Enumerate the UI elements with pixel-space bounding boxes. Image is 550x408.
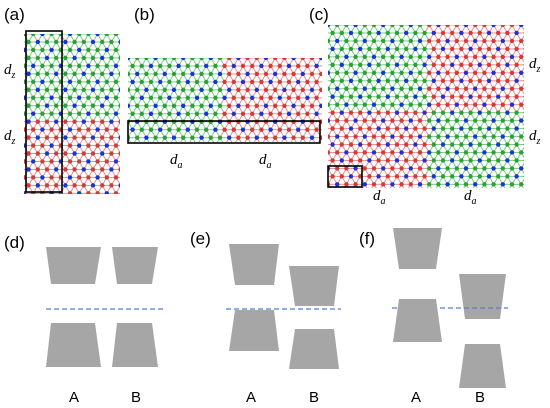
panel-f-site-a-label: A [411,389,421,406]
panel-d-site-b-label: B [131,389,141,406]
panel-b-label: (b) [134,5,155,24]
panel-c-da-label-1: da [373,188,386,207]
panel-c-da-label-2: da [464,188,477,207]
panel-f-trapezoid-a-bottom [393,299,442,342]
panel-e-label: (e) [190,229,211,248]
panel-d-trapezoid-b-bottom [112,323,158,367]
panel-a-dz-label-2: dz [4,128,16,147]
panel-c-dz-label-1: dz [529,56,541,75]
panel-a-dz-label-1: dz [4,62,16,81]
panel-c-label: (c) [309,5,329,24]
panel-d-schematic: A B [46,247,164,406]
panel-e-site-b-label: B [309,389,319,406]
panel-c-dz-label-2: dz [529,128,541,147]
panel-e-trapezoid-b-bottom [289,329,339,369]
panel-d-site-a-label: A [69,389,79,406]
panel-f-label: (f) [359,229,375,248]
panel-f-trapezoid-a-top [393,228,442,269]
panel-e-trapezoid-a-top [229,244,279,285]
panel-a-lattice [24,34,120,194]
panel-b-highlight-box [127,120,321,144]
panel-d-trapezoid-b-top [112,247,158,284]
panel-f-schematic: A B [392,228,508,406]
panel-f-site-b-label: B [475,389,485,406]
panel-f-trapezoid-b-top [459,274,506,319]
panel-b-lattice [128,58,322,142]
panel-e-trapezoid-a-bottom [229,310,279,351]
panel-b-da-label-1: da [170,152,183,171]
panel-e-trapezoid-b-top [289,266,339,306]
panel-c-highlight-box [327,165,363,188]
panel-b-da-label-2: da [259,152,272,171]
panel-a-highlight-box [25,30,63,193]
panel-c-lattice [328,25,524,188]
panel-e-site-a-label: A [246,389,256,406]
panel-d-trapezoid-a-bottom [46,323,101,367]
panel-e-schematic: A B [226,244,341,406]
panel-f-trapezoid-b-bottom [459,344,506,388]
panel-d-label: (d) [4,233,25,252]
panel-a-label: (a) [4,5,25,24]
panel-d-trapezoid-a-top [46,247,101,284]
lattice-layer [24,25,524,194]
